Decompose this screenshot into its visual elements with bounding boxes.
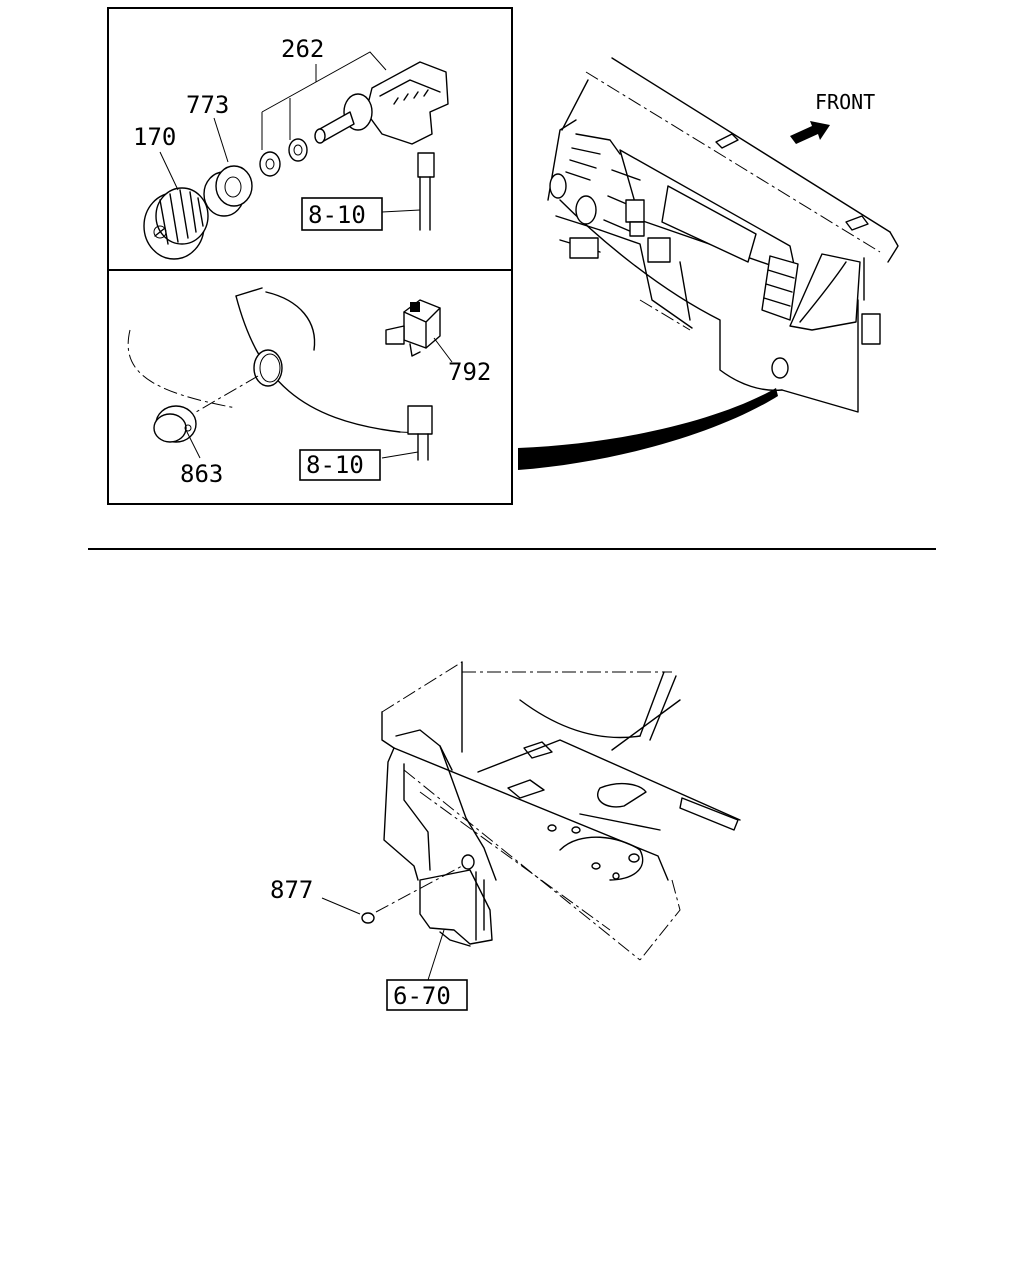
callout-792-leader xyxy=(433,337,453,363)
detail-frame xyxy=(107,7,513,505)
dash-panel-outline xyxy=(127,287,421,433)
cowl-frame-drawing xyxy=(381,661,741,961)
nut-part-drawing xyxy=(259,151,281,177)
ref-box-top xyxy=(301,197,383,231)
front-arrow-icon xyxy=(790,121,830,144)
dashboard-drawing xyxy=(547,57,899,413)
panel-hole-drawing xyxy=(253,349,283,387)
washer-part-drawing xyxy=(288,138,308,162)
callout-863: 863 xyxy=(180,460,223,488)
callout-262-leader xyxy=(261,51,387,150)
direction-label: FRONT xyxy=(815,90,875,114)
ref-box-middle xyxy=(299,449,381,481)
switch-body-drawing xyxy=(314,61,449,145)
callout-863-leader xyxy=(185,429,201,459)
ref-bottom-leader xyxy=(427,929,445,981)
callout-170-leader xyxy=(159,151,179,191)
ref-label-bottom: 6-70 xyxy=(393,982,451,1010)
ref-label-middle: 8-10 xyxy=(306,451,364,479)
callout-170: 170 xyxy=(133,123,176,151)
callout-877-leader xyxy=(321,897,361,915)
callout-792: 792 xyxy=(448,358,491,386)
knob-part-drawing xyxy=(143,187,209,260)
callout-773: 773 xyxy=(186,91,229,119)
callout-877: 877 xyxy=(270,876,313,904)
callout-773-leader xyxy=(213,117,229,163)
connector-wire-middle xyxy=(381,405,433,461)
callout-262: 262 xyxy=(281,35,324,63)
clip-install-line xyxy=(375,865,463,913)
plug-install-line xyxy=(195,375,259,413)
ref-label-top: 8-10 xyxy=(308,201,366,229)
clip-part-drawing xyxy=(361,912,375,924)
plug-part-drawing xyxy=(153,405,197,443)
spacer-part-drawing xyxy=(203,165,253,217)
detail-pointer-arrow xyxy=(518,388,778,470)
connector-part-drawing xyxy=(385,299,441,357)
connector-wire-top xyxy=(381,152,435,231)
ref-box-bottom xyxy=(386,979,468,1011)
